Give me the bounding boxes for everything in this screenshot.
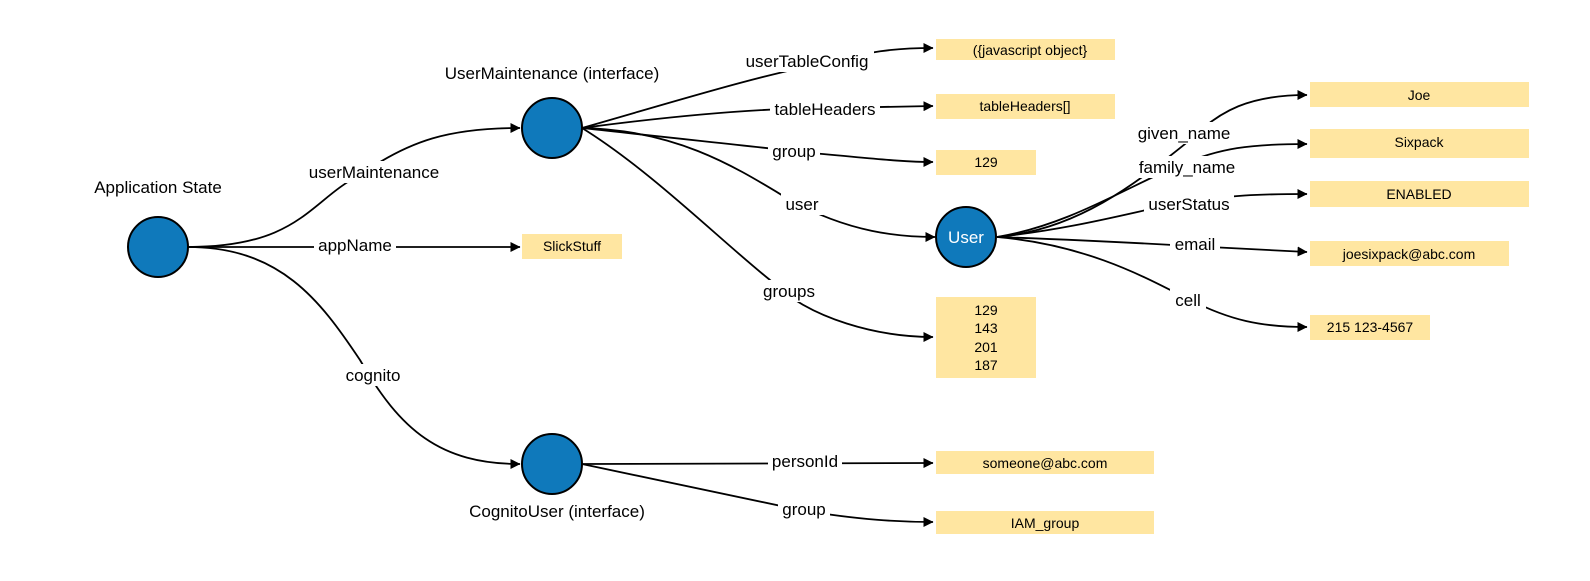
value-box-family-name[interactable]: Sixpack <box>1310 129 1529 158</box>
node-titles: Application State UserMaintenance (inter… <box>94 64 659 521</box>
value-user-status: ENABLED <box>1386 186 1451 202</box>
value-group: 129 <box>974 154 998 170</box>
value-cell: 215 123-4567 <box>1327 319 1414 335</box>
value-groups-item: 187 <box>974 357 998 373</box>
edge-user-maintenance <box>187 123 521 248</box>
value-groups-item: 201 <box>974 339 998 355</box>
value-groups-item: 129 <box>974 302 998 318</box>
edge-label-cognito: cognito <box>346 366 401 385</box>
edge-given-name <box>996 90 1308 238</box>
edge-person-id <box>581 458 934 469</box>
edge-label-given-name: given_name <box>1138 124 1231 143</box>
value-box-given-name[interactable]: Joe <box>1310 82 1529 107</box>
edge-label-user: user <box>785 195 818 214</box>
value-box-table-headers[interactable]: tableHeaders[] <box>936 94 1115 119</box>
edge-label-user-maintenance: userMaintenance <box>309 163 439 182</box>
edge-groups <box>581 127 934 342</box>
value-groups-item: 143 <box>974 320 998 336</box>
value-person-id: someone@abc.com <box>983 455 1108 471</box>
value-email: joesixpack@abc.com <box>1342 246 1476 262</box>
value-boxes: SlickStuff ({javascript object} tableHea… <box>522 39 1529 534</box>
edge-label-group: group <box>772 142 815 161</box>
edge-label-person-id: personId <box>772 452 838 471</box>
value-family-name: Sixpack <box>1394 134 1444 150</box>
edge-label-cognito-group: group <box>782 500 825 519</box>
value-user-table-config: ({javascript object} <box>973 42 1088 58</box>
edge-label-user-table-config: userTableConfig <box>746 52 869 71</box>
edge-label-user-status: userStatus <box>1148 195 1229 214</box>
edge-label-app-name: appName <box>318 236 392 255</box>
value-given-name: Joe <box>1408 87 1431 103</box>
title-application-state: Application State <box>94 178 222 197</box>
edge-label-cell: cell <box>1175 291 1201 310</box>
edge-user <box>581 127 936 242</box>
node-user-label: User <box>948 228 984 247</box>
edges <box>187 43 1308 527</box>
edge-labels: userMaintenance appName cognito userTabl… <box>304 50 1241 520</box>
edge-table-headers <box>581 101 934 129</box>
node-user-maintenance[interactable] <box>521 97 583 159</box>
nodes: User <box>127 97 997 495</box>
value-box-person-id[interactable]: someone@abc.com <box>936 451 1154 474</box>
value-box-email[interactable]: joesixpack@abc.com <box>1310 241 1509 266</box>
edge-label-groups: groups <box>763 282 815 301</box>
edge-cognito <box>187 246 521 469</box>
value-box-groups[interactable]: 129 143 201 187 <box>936 297 1036 378</box>
value-table-headers: tableHeaders[] <box>979 98 1070 114</box>
value-box-cognito-group[interactable]: IAM_group <box>936 511 1154 534</box>
node-cognito-user[interactable] <box>521 433 583 495</box>
value-box-user-table-config[interactable]: ({javascript object} <box>936 39 1115 60</box>
value-box-user-status[interactable]: ENABLED <box>1310 181 1529 207</box>
edge-label-table-headers: tableHeaders <box>774 100 875 119</box>
value-cognito-group: IAM_group <box>1011 515 1080 531</box>
value-box-group[interactable]: 129 <box>936 150 1036 175</box>
node-application-state[interactable] <box>127 216 189 278</box>
node-user[interactable] <box>935 206 997 268</box>
value-box-cell[interactable]: 215 123-4567 <box>1310 315 1430 340</box>
title-cognito-user: CognitoUser (interface) <box>469 502 645 521</box>
edge-label-family-name: family_name <box>1139 158 1235 177</box>
title-user-maintenance: UserMaintenance (interface) <box>445 64 659 83</box>
edge-label-email: email <box>1175 235 1216 254</box>
value-app-name: SlickStuff <box>543 238 601 254</box>
value-box-app-name[interactable]: SlickStuff <box>522 234 622 259</box>
